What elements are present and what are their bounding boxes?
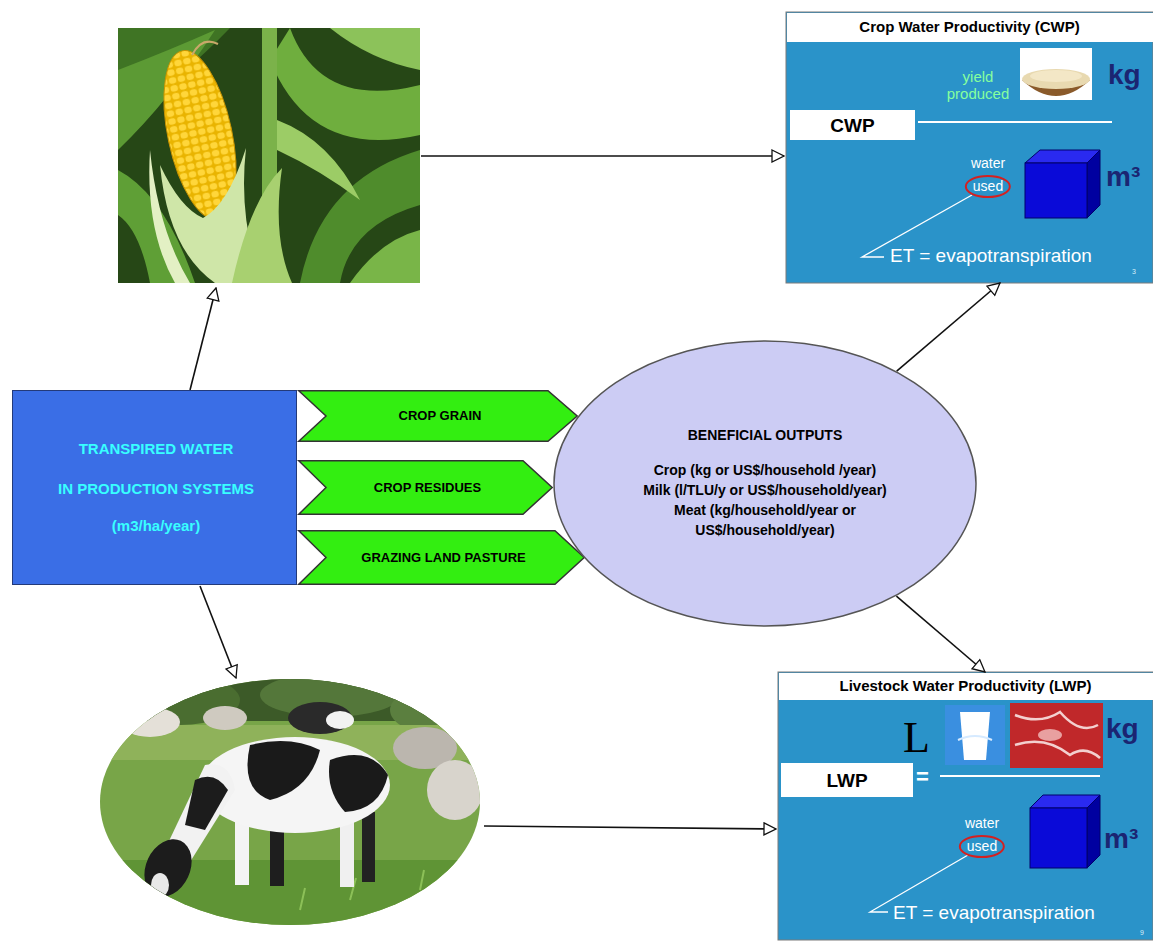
art-part — [248, 741, 321, 800]
box-text: CROP RESIDUES — [374, 480, 481, 496]
art-part — [1010, 703, 1103, 768]
crop-water-productivity-panel: Crop Water Productivity (CWP) yield produ… — [786, 12, 1153, 283]
arrow-band-outline — [299, 461, 552, 514]
box-text: LWP — [826, 769, 867, 792]
output-line: Meat (kg/household/year or US$/household… — [647, 500, 883, 540]
art-part — [940, 775, 1100, 777]
page-number: 9 — [1140, 929, 1144, 937]
art-part — [1020, 48, 1092, 100]
flow-arrow-band: CROP RESIDUES — [298, 460, 553, 515]
art-part — [1038, 729, 1062, 741]
box-text: CROP GRAIN — [399, 408, 482, 424]
cattle-photo — [100, 673, 490, 930]
flow-connector — [897, 283, 1000, 371]
art-part — [185, 777, 228, 830]
art-part — [1022, 69, 1090, 89]
box-text: (m3/ha/year) — [112, 517, 200, 535]
water-label: water — [971, 155, 1005, 172]
art-part — [1025, 163, 1087, 218]
arrow-band-outline — [299, 391, 577, 441]
arrow-band-outline — [299, 531, 584, 584]
source-box: TRANSPIRED WATER IN PRODUCTION SYSTEMS (m3… — [12, 390, 297, 585]
unit-label: m³ — [1106, 160, 1140, 194]
art-part — [118, 28, 420, 283]
art-part — [1015, 712, 1100, 758]
panel-title: Livestock Water Productivity (LWP) — [778, 672, 1153, 700]
formula-name-box: LWP — [781, 763, 913, 797]
panel-title: Crop Water Productivity (CWP) — [786, 12, 1153, 42]
water-label: water — [965, 815, 999, 832]
art-part — [270, 28, 420, 140]
art-part — [149, 150, 190, 283]
art-part — [135, 832, 200, 905]
letter-label: L — [903, 714, 930, 762]
art-part — [232, 168, 292, 283]
output-line: Crop (kg or US$/household /year) — [654, 460, 876, 480]
definition-label: ET = evapotranspiration — [893, 901, 1095, 924]
flow-connector — [896, 596, 985, 672]
art-part — [918, 121, 1112, 123]
equals-sign: = — [916, 764, 929, 790]
box-text: TRANSPIRED WATER — [79, 440, 234, 458]
cwp-panel-ground — [786, 12, 1153, 283]
art-part — [362, 812, 375, 882]
arrow-line — [200, 586, 236, 678]
art-part — [203, 706, 247, 730]
art-part — [192, 42, 218, 55]
corn-photo — [118, 28, 420, 283]
arrow-line — [190, 288, 216, 390]
output-line: Milk (l/TLU/y or US$/household/year) — [643, 480, 886, 500]
art-part — [786, 12, 1153, 283]
art-part — [1087, 795, 1100, 868]
art-part — [330, 28, 420, 70]
unit-label: kg — [1108, 58, 1141, 92]
unit-label: kg — [1106, 712, 1139, 746]
art-part — [151, 873, 169, 897]
art-part — [945, 705, 1005, 765]
art-part — [326, 711, 354, 729]
livestock-water-productivity-panel: Livestock Water Productivity (LWP) Lkg = wa… — [778, 672, 1153, 940]
box-text: IN PRODUCTION SYSTEMS — [58, 480, 254, 498]
art-part — [779, 673, 1153, 700]
outputs-ellipse: BENEFICIAL OUTPUTS Crop (kg or US$/househ… — [553, 340, 977, 627]
art-part — [427, 760, 483, 820]
definition-label: ET = evapotranspiration — [890, 244, 1092, 267]
art-part — [350, 230, 420, 283]
yield-label: yield produced — [942, 68, 1014, 102]
box-text: GRAZING LAND PASTURE — [361, 550, 525, 566]
arrow-line — [421, 155, 784, 157]
art-part — [1030, 70, 1082, 82]
ellipse-outline — [554, 341, 976, 626]
art-part — [277, 120, 360, 200]
art-part — [787, 13, 1153, 42]
lwp-panel-ground — [778, 672, 1153, 940]
art-part — [329, 755, 388, 812]
art-part — [958, 736, 992, 740]
ellipse-heading: BENEFICIAL OUTPUTS — [688, 426, 843, 444]
art-part — [1030, 808, 1087, 868]
used-label: used — [959, 835, 1005, 858]
unit-label: m³ — [1104, 822, 1138, 856]
formula-name-box: CWP — [790, 110, 915, 140]
art-part — [120, 707, 180, 737]
flow-arrow-band: GRAZING LAND PASTURE — [298, 530, 585, 585]
box-text: CWP — [830, 114, 874, 137]
used-label: used — [965, 175, 1011, 198]
art-part — [778, 672, 1153, 940]
page-number: 3 — [1132, 268, 1136, 276]
arrow-line — [484, 826, 776, 829]
art-part — [1087, 150, 1100, 218]
flow-arrow-band: CROP GRAIN — [298, 390, 578, 442]
